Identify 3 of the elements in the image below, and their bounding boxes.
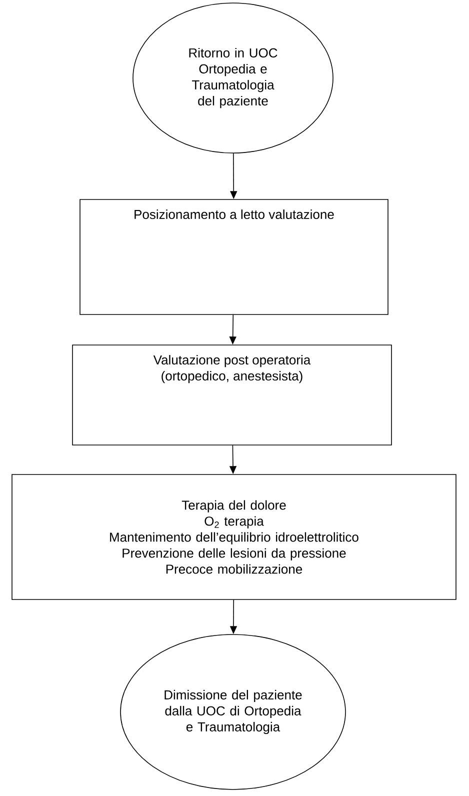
process-box: Posizionamento a letto valutazione (80, 199, 388, 315)
process-box: Valutazione post operatoria (ortopedico, anestesista) (72, 344, 392, 446)
process-box: Terapia del dolore O$_{2}$ terapia Mantenimento dell’equilibrio idroelettrolitico Prevenzione delle lesioni da pressione Precoce mobilizzazione (12, 474, 456, 600)
